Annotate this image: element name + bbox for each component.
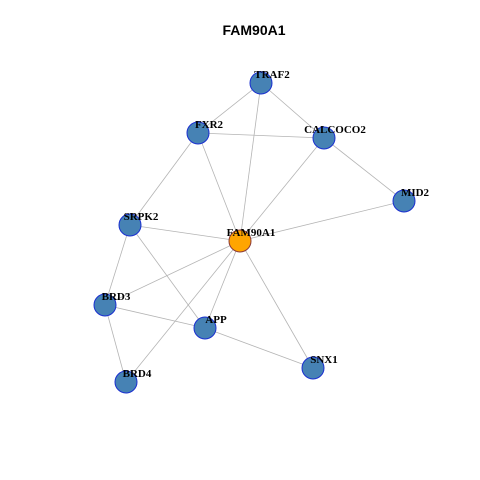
edge-fxr2-fam90a1 <box>197 132 241 242</box>
node-label-calcoco2: CALCOCO2 <box>304 124 366 136</box>
node-label-fxr2: FXR2 <box>195 119 224 131</box>
edge-srpk2-fam90a1 <box>129 224 241 242</box>
edge-srpk2-brd3 <box>104 224 131 306</box>
edge-fam90a1-brd4 <box>125 240 241 383</box>
node-snx1[interactable] <box>301 356 325 380</box>
node-label-mid2: MID2 <box>401 187 430 199</box>
node-label-app: APP <box>205 314 227 326</box>
node-label-snx1: SNX1 <box>310 354 338 366</box>
node-label-brd4: BRD4 <box>123 368 152 380</box>
edge-fxr2-calcoco2 <box>197 132 325 139</box>
edge-mid2-fam90a1 <box>239 200 405 242</box>
node-label-brd3: BRD3 <box>102 291 131 303</box>
node-fxr2[interactable] <box>186 121 210 145</box>
node-brd3[interactable] <box>93 293 117 317</box>
node-fam90a1[interactable] <box>228 229 252 253</box>
edges-layer <box>104 82 405 383</box>
node-label-srpk2: SRPK2 <box>124 211 159 223</box>
edge-fam90a1-snx1 <box>239 240 314 369</box>
node-label-traf2: TRAF2 <box>254 69 290 81</box>
edge-app-snx1 <box>204 327 314 369</box>
edge-traf2-calcoco2 <box>260 82 325 139</box>
edge-traf2-fam90a1 <box>239 82 262 242</box>
edge-srpk2-app <box>129 224 206 329</box>
edge-fam90a1-app <box>204 240 241 329</box>
edge-calcoco2-fam90a1 <box>239 137 325 242</box>
node-app[interactable] <box>193 316 217 340</box>
edge-calcoco2-mid2 <box>323 137 405 202</box>
node-mid2[interactable] <box>392 189 416 213</box>
edge-brd3-app <box>104 304 206 329</box>
nodes-layer <box>93 71 416 394</box>
edge-fam90a1-brd3 <box>104 240 241 306</box>
edge-fxr2-srpk2 <box>129 132 199 226</box>
node-brd4[interactable] <box>114 370 138 394</box>
edge-brd3-brd4 <box>104 304 127 383</box>
graph-title: FAM90A1 <box>222 22 285 38</box>
node-traf2[interactable] <box>249 71 273 95</box>
node-srpk2[interactable] <box>118 213 142 237</box>
node-label-fam90a1: FAM90A1 <box>227 227 276 239</box>
node-calcoco2[interactable] <box>312 126 336 150</box>
edge-traf2-fxr2 <box>197 82 262 134</box>
